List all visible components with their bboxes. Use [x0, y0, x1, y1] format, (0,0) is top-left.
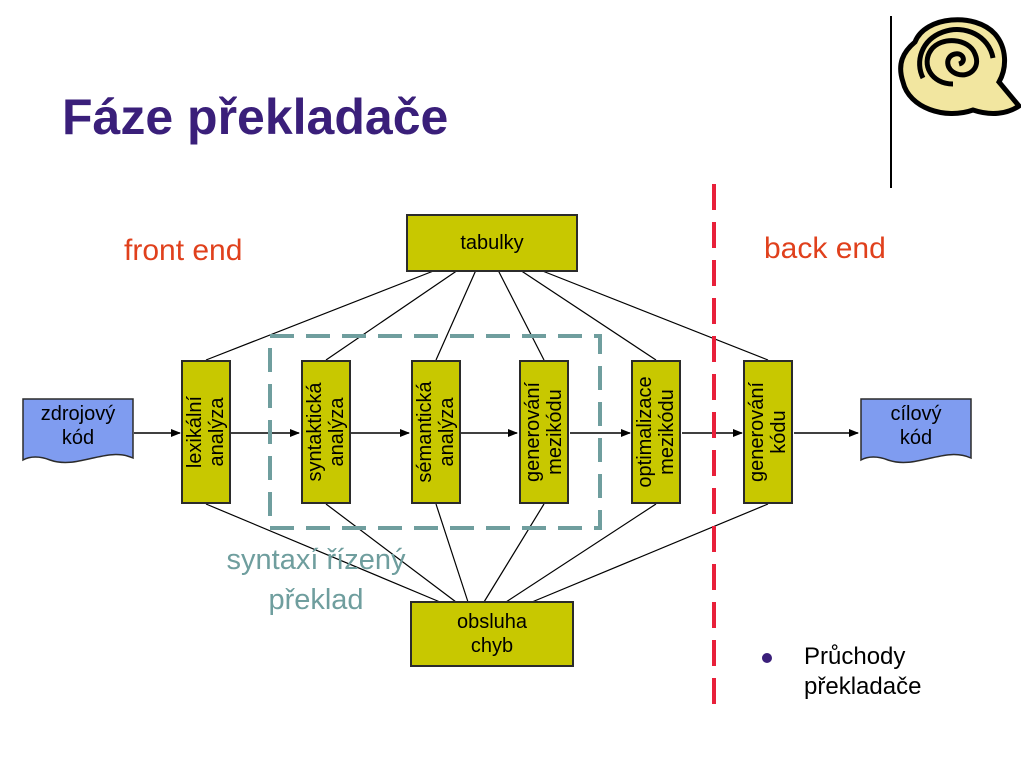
phase-lexical: lexikální analýza	[181, 360, 231, 504]
phase-optimization: optimalizace mezikódu	[631, 360, 681, 504]
syntax-directed-label: syntaxí řízený překlad	[226, 544, 406, 616]
phase-codegen-label: generování kódu	[746, 381, 790, 483]
source-code-label: zdrojový kód	[40, 403, 116, 449]
phase-codegen: generování kódu	[743, 360, 793, 504]
bullet-text: Průchody překladače	[804, 643, 922, 700]
front-end-label: front end	[124, 234, 243, 267]
syntax-directed-frame	[268, 334, 602, 530]
error-handling-label: obsluha chyb	[456, 611, 528, 657]
back-end-label: back end	[764, 232, 886, 265]
header-divider	[890, 16, 892, 188]
errors-links	[205, 503, 769, 603]
phase-semantic-label: sémantická analýza	[414, 381, 458, 483]
phase-optimization-label: optimalizace mezikódu	[634, 376, 678, 488]
slide-title: Fáze překladače	[62, 89, 449, 145]
target-code-label: cílový kód	[890, 403, 942, 449]
phase-semantic: sémantická analýza	[411, 360, 461, 504]
tables-label: tabulky	[460, 232, 524, 254]
tables-box: tabulky	[406, 214, 578, 272]
tables-links	[205, 269, 769, 361]
bullet-dot-icon	[762, 653, 772, 663]
phase-syntax: syntaktická analýza	[301, 360, 351, 504]
phase-syntax-label: syntaktická analýza	[304, 382, 348, 482]
error-handling-box: obsluha chyb	[410, 601, 574, 667]
phase-lexical-label: lexikální analýza	[184, 395, 228, 469]
target-code-doc: cílový kód	[860, 398, 972, 468]
snail-shell-icon	[895, 12, 1023, 127]
phase-intermediate: generování mezikódu	[519, 360, 569, 504]
source-code-doc: zdrojový kód	[22, 398, 134, 468]
phase-intermediate-label: generování mezikódu	[522, 381, 566, 483]
